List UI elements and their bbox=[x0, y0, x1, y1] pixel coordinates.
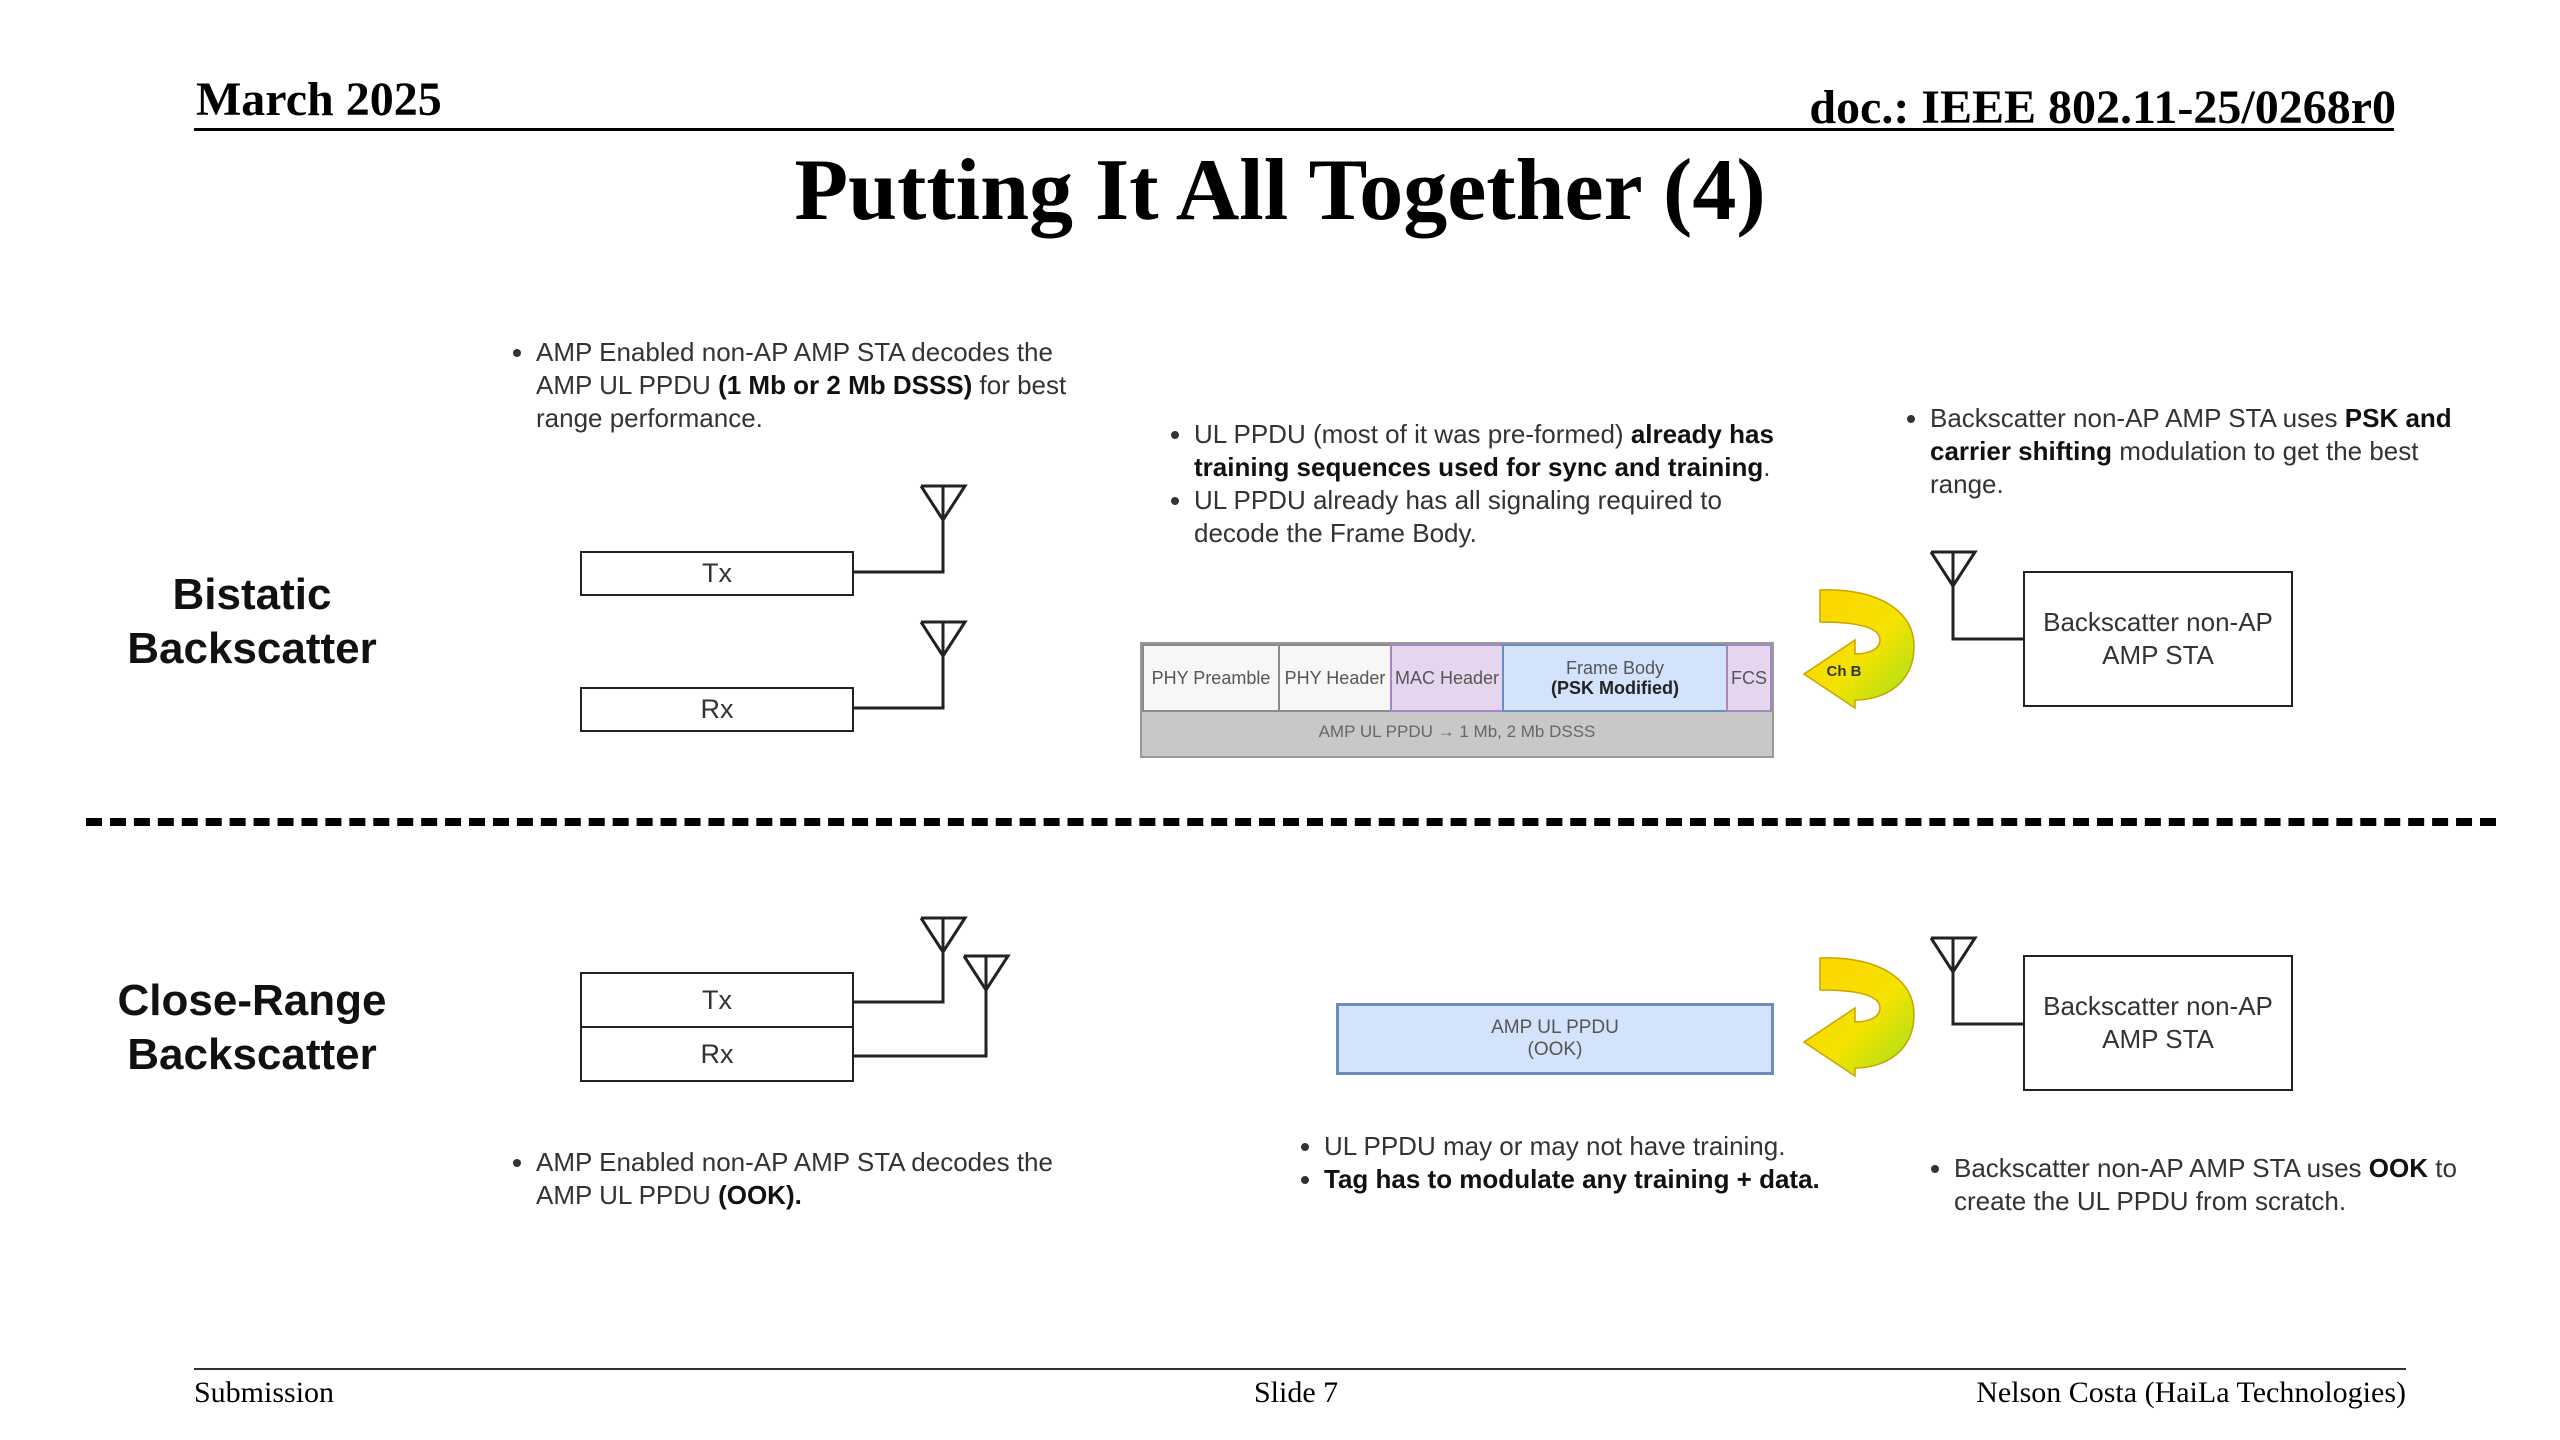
bullet-item: UL PPDU already has all signaling requir… bbox=[1194, 484, 1780, 550]
antenna-icon bbox=[854, 954, 1011, 1058]
footer-slide-number: Slide 7 bbox=[1254, 1376, 1339, 1409]
frame-caption: AMP UL PPDU → 1 Mb, 2 Mb DSSS bbox=[1318, 722, 1596, 741]
header-rule bbox=[194, 128, 2394, 131]
footer-submission: Submission bbox=[194, 1376, 335, 1409]
bullet-item: UL PPDU may or may not have training. bbox=[1324, 1130, 1890, 1163]
bullet-item: AMP Enabled non-AP AMP STA decodes the A… bbox=[536, 336, 1082, 435]
slide-title: Putting It All Together (4) bbox=[794, 142, 1766, 239]
rx-box: Rx bbox=[580, 687, 854, 732]
header-doc-id: doc.: IEEE 802.11-25/0268r0 bbox=[1809, 81, 2396, 134]
bullet-item: Backscatter non-AP AMP STA uses OOK to c… bbox=[1954, 1152, 2480, 1218]
antenna-icon bbox=[1929, 550, 2023, 641]
close-range-reader-bullets: AMP Enabled non-AP AMP STA decodes the A… bbox=[502, 1146, 1082, 1212]
rx-box: Rx bbox=[580, 1026, 854, 1082]
section-divider bbox=[86, 818, 2496, 826]
bullet-item: Tag has to modulate any training + data. bbox=[1324, 1163, 1890, 1196]
ook-ppdu-box: AMP UL PPDU (OOK) bbox=[1336, 1003, 1774, 1075]
frame-field-frame-body: Frame Body (PSK Modified) bbox=[1502, 644, 1728, 712]
arrow-channel-label: Ch B bbox=[1827, 663, 1862, 680]
bullet-item: AMP Enabled non-AP AMP STA decodes the A… bbox=[536, 1146, 1082, 1212]
antenna-icon bbox=[1929, 936, 2023, 1026]
close-range-ppdu-bullets: UL PPDU may or may not have training. Ta… bbox=[1290, 1130, 1890, 1196]
tx-box: Tx bbox=[580, 972, 854, 1028]
close-range-label: Close-Range Backscatter bbox=[117, 976, 387, 1079]
bullet-item: Backscatter non-AP AMP STA uses PSK and … bbox=[1930, 402, 2456, 501]
frame-field-phy-header: PHY Header bbox=[1278, 644, 1392, 712]
ppdu-frame: PHY Preamble PHY Header MAC Header Frame… bbox=[1140, 642, 1774, 758]
close-range-tag-bullets: Backscatter non-AP AMP STA uses OOK to c… bbox=[1920, 1152, 2480, 1218]
antenna-icon bbox=[854, 916, 968, 1004]
frame-field-fcs: FCS bbox=[1726, 644, 1772, 712]
backscatter-tag-box: Backscatter non-AP AMP STA bbox=[2023, 571, 2293, 707]
curved-arrow-icon bbox=[1802, 589, 1915, 710]
bistatic-label: Bistatic Backscatter bbox=[127, 570, 377, 673]
antenna-icon bbox=[854, 484, 968, 574]
bistatic-tag-bullets: Backscatter non-AP AMP STA uses PSK and … bbox=[1896, 402, 2456, 501]
bistatic-reader-bullets: AMP Enabled non-AP AMP STA decodes the A… bbox=[502, 336, 1082, 435]
backscatter-tag-box: Backscatter non-AP AMP STA bbox=[2023, 955, 2293, 1091]
curved-arrow-icon bbox=[1802, 957, 1915, 1078]
bullet-item: UL PPDU (most of it was pre-formed) alre… bbox=[1194, 418, 1780, 484]
footer-rule bbox=[194, 1368, 2406, 1370]
header-date: March 2025 bbox=[196, 73, 442, 126]
frame-field-phy-preamble: PHY Preamble bbox=[1142, 644, 1280, 712]
frame-field-mac-header: MAC Header bbox=[1390, 644, 1504, 712]
antenna-icon bbox=[854, 620, 968, 710]
bistatic-ppdu-bullets: UL PPDU (most of it was pre-formed) alre… bbox=[1160, 418, 1780, 550]
tx-box: Tx bbox=[580, 551, 854, 596]
footer-author: Nelson Costa (HaiLa Technologies) bbox=[1976, 1376, 2406, 1409]
